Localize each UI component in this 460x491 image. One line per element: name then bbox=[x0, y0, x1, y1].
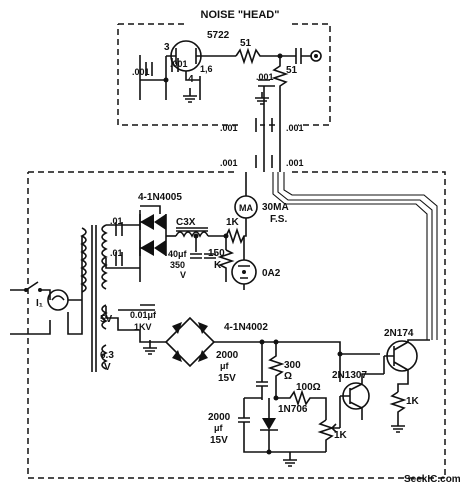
shielded-lead-outer bbox=[277, 172, 433, 340]
cap-001-a bbox=[145, 62, 153, 76]
ground-symbol-head-2 bbox=[255, 92, 269, 105]
ground-symbol-bridge bbox=[143, 340, 157, 355]
ground-symbol-head bbox=[183, 88, 197, 103]
cap-2000-bottom-label-2: μf bbox=[214, 423, 224, 433]
cap-001-a-label: .001 bbox=[132, 67, 150, 77]
cap-bridge-label-2: 1KV bbox=[134, 322, 152, 332]
res-300-label-2: Ω bbox=[284, 371, 292, 382]
cap-bridge bbox=[118, 304, 155, 311]
cap-bridge-label-1: 0.01μf bbox=[130, 310, 157, 320]
q1-label: 2N1307 bbox=[332, 370, 367, 381]
lamp-label: I₁ bbox=[36, 298, 43, 309]
noise-head-title: NOISE "HEAD" bbox=[201, 9, 280, 21]
feedthrough-cap-4: .001 bbox=[286, 158, 304, 168]
power-transformer bbox=[80, 224, 108, 372]
ground-symbol-emitter bbox=[391, 420, 405, 433]
res-51-a-label: 51 bbox=[240, 38, 252, 49]
resistor-51-a bbox=[235, 47, 290, 65]
feedthrough-cap-2: .001 bbox=[286, 123, 304, 133]
feedthrough-cap-3: .001 bbox=[220, 158, 238, 168]
resistor-300 bbox=[267, 342, 285, 398]
primary-leads bbox=[67, 236, 83, 335]
cap-2000-top-label-1: 2000 bbox=[216, 350, 239, 361]
res-100-label: 100Ω bbox=[296, 382, 321, 393]
res-1k-emitter-label: 1K bbox=[406, 396, 420, 407]
noise-head-enclosure bbox=[117, 23, 331, 126]
res-150k-label-2: K bbox=[214, 260, 222, 271]
shielded-lead-inner bbox=[283, 172, 438, 340]
zener-diode bbox=[260, 398, 278, 444]
resistor-1k-emitter bbox=[389, 391, 407, 420]
choke-label: C3X bbox=[176, 217, 196, 228]
q2-leads bbox=[397, 339, 430, 392]
cap-001-b-label: .001 bbox=[170, 59, 188, 69]
filter-cap-2 bbox=[204, 253, 216, 259]
potentiometer-1k[interactable] bbox=[317, 419, 340, 452]
tube-pin-grid: 3 bbox=[164, 42, 170, 53]
cap-2000-bottom-label-3: 15V bbox=[210, 435, 228, 446]
cap-01-b bbox=[115, 252, 123, 266]
secondary-63v-label-1: 6.3 bbox=[100, 350, 114, 361]
zener-label: 1N706 bbox=[278, 404, 308, 415]
resistor-100 bbox=[276, 389, 327, 420]
secondary-5v-leads bbox=[105, 306, 140, 331]
filter-cap-label-3: V bbox=[180, 270, 186, 280]
pilot-lamp bbox=[47, 289, 69, 311]
cap-001-b bbox=[171, 58, 179, 72]
regulator-label: 0A2 bbox=[262, 268, 281, 279]
filter-choke bbox=[175, 227, 209, 238]
positive-rail bbox=[262, 341, 380, 382]
cathode-wiring-2 bbox=[185, 71, 201, 100]
meter-rating: 30MA bbox=[262, 202, 289, 213]
q1-collector-lead bbox=[361, 373, 384, 384]
resistor-51-b bbox=[271, 56, 289, 140]
ground-rail bbox=[243, 444, 326, 453]
power-supply-enclosure bbox=[27, 171, 446, 479]
filter-cap-1 bbox=[190, 253, 202, 259]
cap-2000-bottom bbox=[238, 398, 250, 444]
output-connector-icon bbox=[310, 50, 322, 62]
cathode-wiring bbox=[139, 55, 167, 100]
cap-01-b-label: .01 bbox=[110, 248, 123, 258]
cap-2000-bottom-label-1: 2000 bbox=[208, 412, 231, 423]
cap-01-a-label: .01 bbox=[110, 216, 123, 226]
res-150k-label-1: 150 bbox=[208, 248, 225, 259]
secondary-63v-label-2: V bbox=[104, 362, 111, 373]
ac-switch-icon[interactable] bbox=[24, 288, 42, 292]
pot-1k-label: 1K bbox=[334, 430, 348, 441]
res-51-b-label: 51 bbox=[286, 65, 298, 76]
cap-001-c-label: .001 bbox=[256, 72, 274, 82]
resistor-1k-top bbox=[225, 218, 247, 245]
ground-symbol-main bbox=[283, 452, 297, 467]
diode-bridge-hv bbox=[139, 205, 167, 256]
diode-bridge-lv bbox=[164, 316, 216, 368]
voltage-regulator-tube bbox=[231, 259, 257, 285]
ac-input-lines bbox=[10, 281, 51, 335]
junction-dots bbox=[163, 53, 343, 455]
meter-label: MA bbox=[239, 203, 253, 213]
cap-2000-top-label-2: μf bbox=[220, 361, 230, 371]
res-1k-top-label: 1K bbox=[226, 217, 240, 228]
watermark: SeekIC.com bbox=[404, 474, 460, 485]
filter-cap-label-1: 40μf bbox=[168, 249, 188, 259]
feedthrough-cap-1: .001 bbox=[220, 123, 238, 133]
rectifier-top-label: 4-1N4005 bbox=[138, 192, 182, 203]
feedthrough-plates bbox=[255, 118, 273, 168]
resistor-150k bbox=[217, 249, 235, 282]
output-cap bbox=[290, 48, 312, 64]
filter-cap-label-2: 350 bbox=[170, 260, 185, 270]
transistor-2n1307 bbox=[339, 382, 370, 428]
res-300-label-1: 300 bbox=[284, 360, 301, 371]
secondary-5v-label: 5V bbox=[100, 314, 113, 325]
cap-2000-top-label-3: 15V bbox=[218, 373, 236, 384]
cap-01-a bbox=[115, 222, 123, 236]
q2-label: 2N174 bbox=[384, 328, 414, 339]
transistor-2n174 bbox=[384, 340, 418, 372]
shielded-lead-inner-2 bbox=[272, 172, 428, 340]
tube-pin-plate: 1,6 bbox=[200, 64, 213, 74]
rectifier-bottom-label: 4-1N4002 bbox=[224, 322, 268, 333]
meter-scale: F.S. bbox=[270, 214, 287, 225]
tube-type-label: 5722 bbox=[207, 30, 230, 41]
